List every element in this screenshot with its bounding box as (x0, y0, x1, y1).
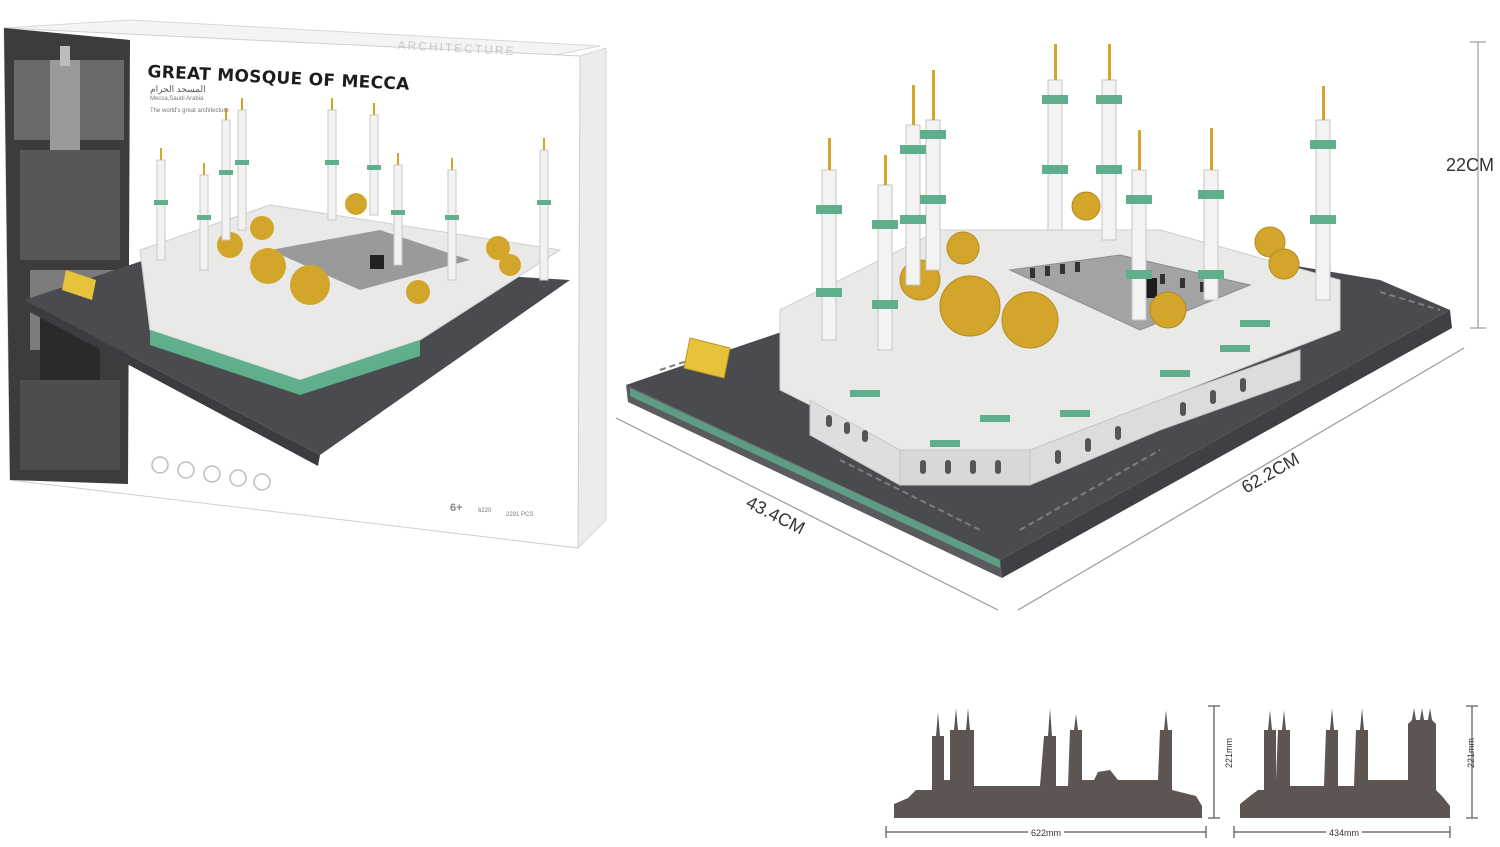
front-width-label: 622mm (1028, 828, 1065, 838)
height-dimension-label: 22CM (1446, 155, 1495, 175)
box-arabic-title: المسجد الحرام (150, 84, 206, 94)
assembled-model (600, 30, 1500, 630)
box-age: 6+ (450, 502, 463, 514)
side-width-label: 434mm (1326, 828, 1363, 838)
front-silhouette-shape (885, 705, 1220, 838)
side-height-label: 221mm (1466, 737, 1476, 768)
box-location: Mecca,Saudi Arabia (150, 96, 204, 102)
assembled-model-shape (615, 41, 1486, 611)
front-silhouette (880, 700, 1220, 845)
side-silhouette-shape (1233, 705, 1478, 838)
side-silhouette (1228, 700, 1490, 845)
box-pieces: 2291 PCS (506, 512, 534, 518)
box-tagline: The world's great architecture (150, 108, 229, 114)
product-box-shape (3, 19, 607, 550)
product-box: GREAT MOSQUE OF MECCA المسجد الحرام Mecc… (0, 0, 620, 560)
box-model-number: 6220 (478, 508, 492, 514)
